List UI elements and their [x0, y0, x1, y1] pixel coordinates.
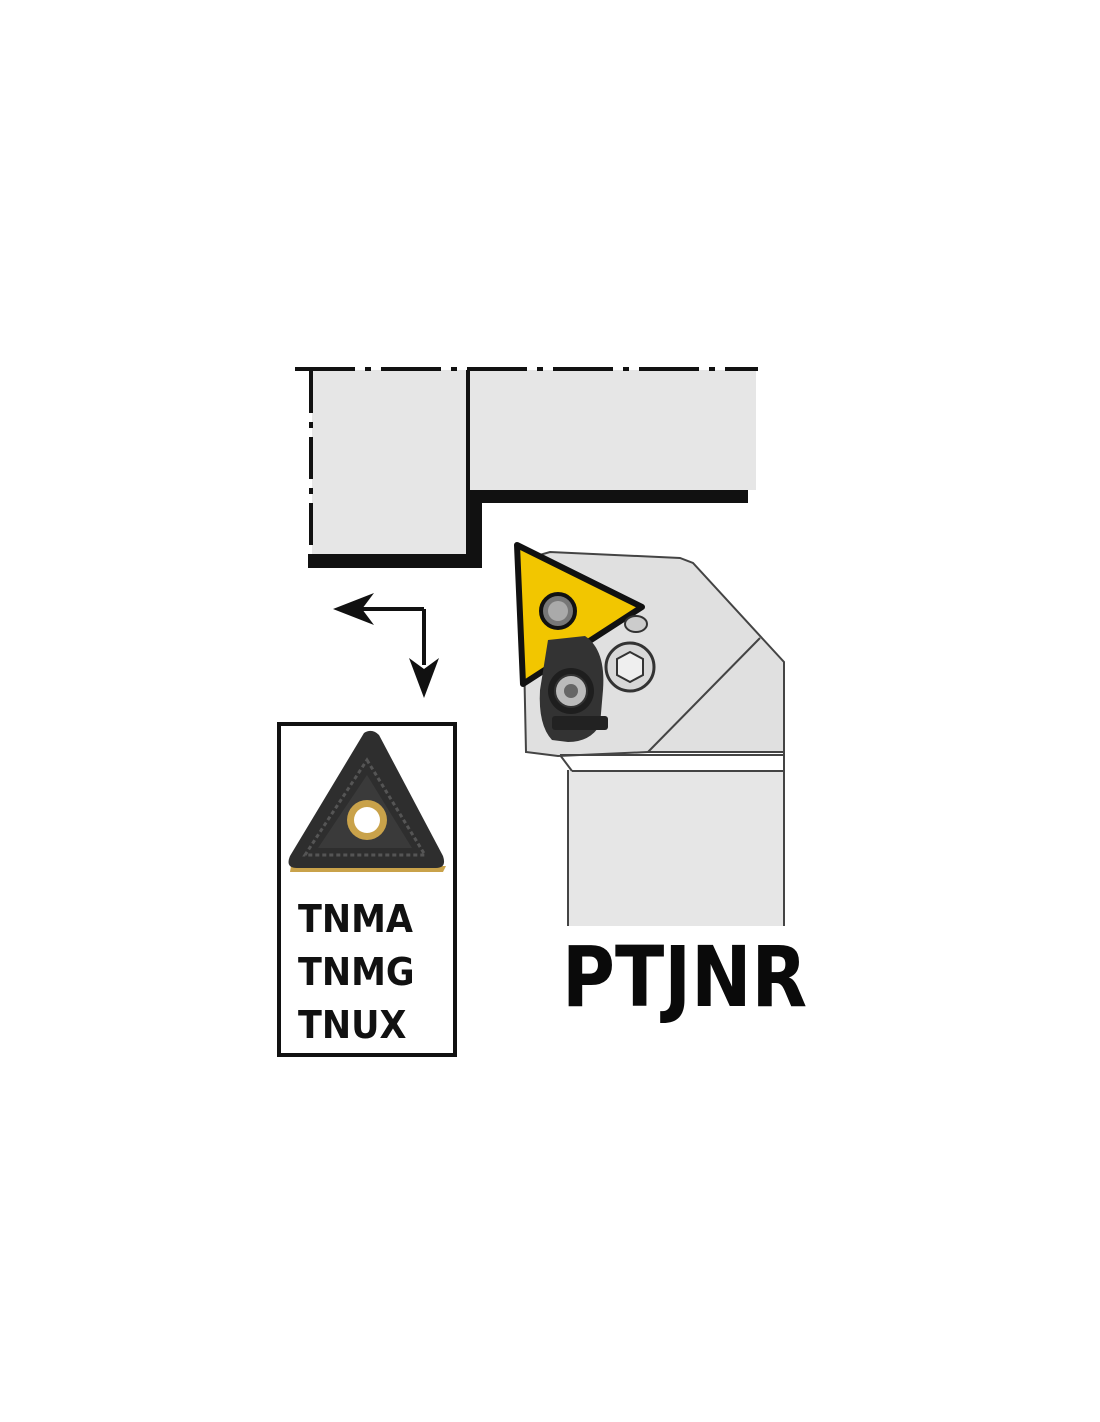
holder-code-title: PTJNR [562, 928, 808, 1026]
insert-type-label: TNUX [298, 1003, 407, 1047]
insert-box [277, 722, 457, 1057]
insert-photo [288, 730, 446, 872]
locating-pin [624, 615, 648, 633]
insert-type-label: TNMG [298, 950, 415, 994]
feed-direction-arrows-icon [333, 593, 439, 698]
clamp-screw-icon [548, 668, 594, 714]
insert-type-label: TNMA [298, 897, 413, 941]
hex-screw-icon [604, 641, 656, 693]
workpiece-drawing [295, 367, 758, 568]
